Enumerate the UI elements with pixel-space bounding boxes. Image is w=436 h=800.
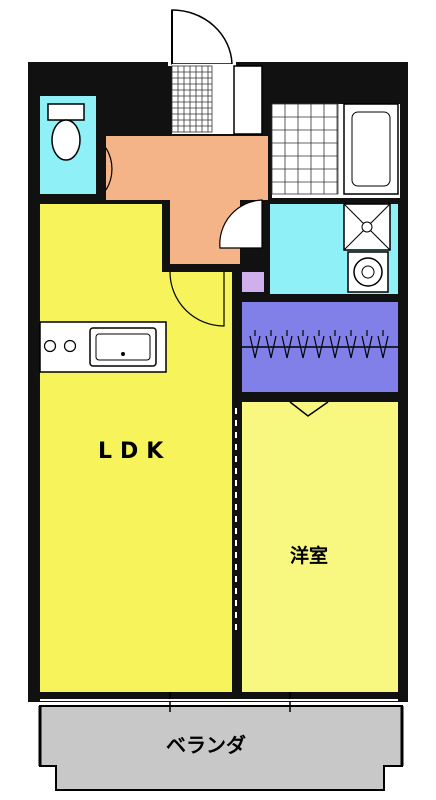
ldk-room: LDK [39,204,232,692]
entrance-door [168,8,236,66]
hanger-icon [361,330,373,359]
hanger-icon [377,330,389,359]
hanger-icon [297,330,309,359]
bathroom [271,103,400,198]
hanger-icon [249,330,261,359]
veranda: ベランダ [36,692,406,791]
hanger-icon [329,330,341,359]
closet-door-mark [289,401,329,417]
entrance-hall [105,136,268,264]
hanger-icon [345,330,357,359]
bath-door-swing [219,199,263,249]
stove-burner-icon [43,339,57,353]
western-room-label: 洋室 [290,544,328,567]
toilet-room [40,96,96,194]
storage-nook [242,272,264,292]
hanger-icon [281,330,293,359]
closet [242,302,398,392]
washing-machine-pan [343,203,391,251]
washbasin-icon [347,251,389,293]
hanger-icon [265,330,277,359]
kitchen-counter [39,321,167,373]
hanger-icon [313,330,325,359]
stove-burner-icon [63,339,77,353]
toilet-icon [51,119,81,161]
ldk-door-swing [169,271,225,327]
western-room: 洋室 [242,401,398,692]
genkan-tile-floor [171,64,263,135]
veranda-label: ベランダ [166,733,246,757]
toilet-door-swing [105,147,113,191]
washroom [270,203,398,294]
ldk-label: LDK [98,439,171,464]
